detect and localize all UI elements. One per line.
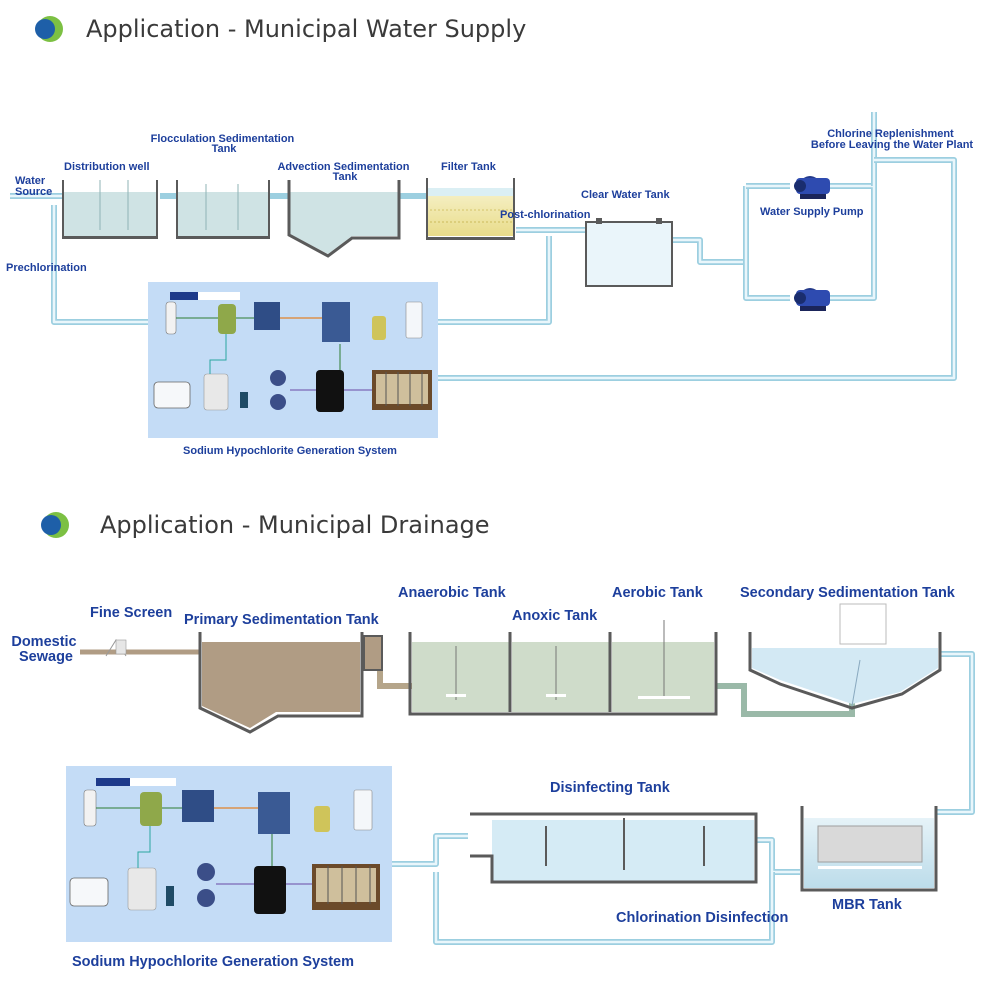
post-chlorination-label: Post-chlorination [500,209,591,221]
secondary-sedimentation-label: Secondary Sedimentation Tank [740,585,956,601]
flocculation-label: Flocculation Sedimentation Tank [151,133,298,155]
mbr-tank [800,806,938,892]
distribution-well [62,180,158,239]
chlorination-disinfection-label: Chlorination Disinfection [616,910,788,926]
flocculation-tank [176,180,270,239]
anaerobic-tank-label: Anaerobic Tank [398,585,507,601]
supply-section: Application - Municipal Water Supply [6,15,973,457]
logo-icon [41,512,69,538]
pump-label: Water Supply Pump [760,206,864,218]
fine-screen-label: Fine Screen [90,605,172,621]
anoxic-tank-label: Anoxic Tank [512,608,598,624]
secondary-sedimentation-tank [748,603,942,710]
prechlorination-label: Prechlorination [6,262,87,274]
pump-icon [794,176,830,199]
advection-tank [287,180,401,258]
clear-water-tank [585,218,673,287]
mbr-tank-label: MBR Tank [832,897,903,913]
supply-pipes [10,112,957,381]
chlorine-replenishment-label: Chlorine Replenishment Before Leaving th… [811,128,974,151]
supply-system-label: Sodium Hypochlorite Generation System [183,445,397,457]
a2o-walls [408,632,718,716]
logo-icon [35,16,63,42]
supply-title: Application - Municipal Water Supply [86,15,526,43]
primary-sedimentation-tank [198,632,383,734]
fine-screen [105,639,127,657]
drainage-system-label: Sodium Hypochlorite Generation System [72,954,354,970]
primary-sedimentation-label: Primary Sedimentation Tank [184,612,380,628]
drainage-title: Application - Municipal Drainage [100,511,490,539]
distribution-well-label: Distribution well [64,161,150,173]
drainage-pipes [80,649,975,945]
aerobic-tank-label: Aerobic Tank [612,585,704,601]
water-source-label: Water Source [15,175,52,198]
aerobic-tank [612,620,714,712]
anaerobic-tank [412,642,510,712]
pump-icon [794,288,830,311]
hypochlorite-system-panel: Sodium Hypochlorite Generation System [148,282,438,457]
drainage-section: Application - Municipal Drainage [11,511,975,970]
filter-tank-label: Filter Tank [441,161,497,173]
disinfecting-tank-label: Disinfecting Tank [550,780,671,796]
disinfecting-tank [470,812,758,884]
filter-tank [426,178,515,240]
anoxic-tank [512,642,610,712]
hypochlorite-system-panel [66,766,392,942]
domestic-sewage-label: Domestic Sewage [11,634,80,665]
clear-water-tank-label: Clear Water Tank [581,189,671,201]
advection-label: Advection Sedimentation Tank [277,161,412,183]
